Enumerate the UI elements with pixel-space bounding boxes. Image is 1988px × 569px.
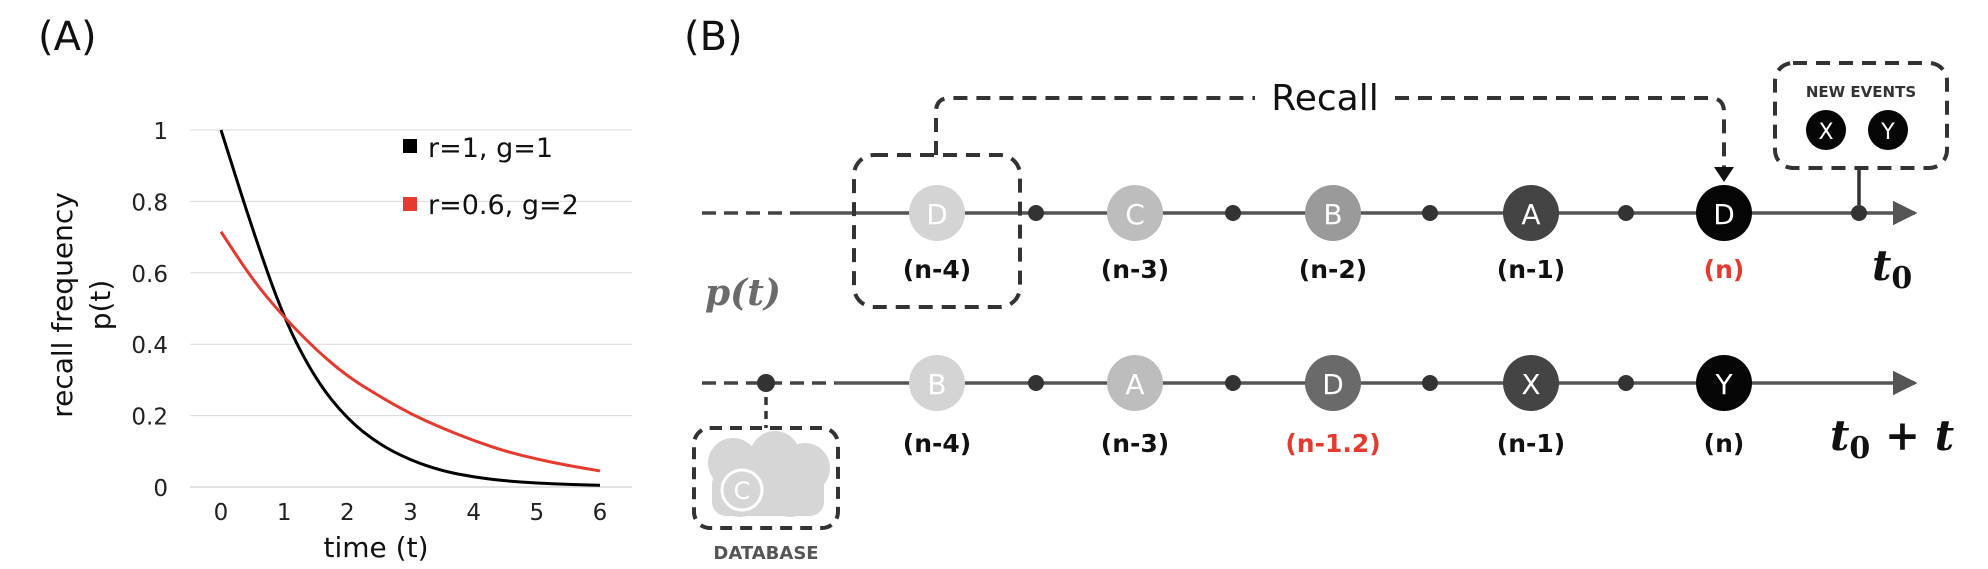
legend-label-black: r=1, g=1 [428, 133, 553, 164]
x-tick-label: 6 [593, 500, 608, 526]
t0-label: t0 [1872, 241, 1912, 296]
new-event-letter: Y [1880, 120, 1895, 145]
event-node: D (n-1.2) [1285, 355, 1381, 458]
timeline-dot [1225, 205, 1241, 221]
event-node: A (n-3) [1101, 355, 1169, 458]
y-tick-label: 0 [153, 476, 168, 502]
event-node-index: (n) [1704, 255, 1745, 284]
timeline-dot [1422, 205, 1438, 221]
y-axis-title-sub: p(t) [84, 280, 117, 331]
event-node-letter: D [1713, 198, 1735, 231]
event-node: Y (n) [1696, 355, 1752, 458]
panel-b-label: (B) [684, 14, 743, 60]
event-node-letter: A [1521, 198, 1540, 231]
event-node: C (n-3) [1101, 185, 1169, 284]
event-node: D (n-4) [903, 185, 971, 284]
x-tick-label: 4 [466, 500, 481, 526]
new-events-label: NEW EVENTS [1806, 83, 1916, 101]
event-node-index: (n) [1704, 429, 1745, 458]
svg-text:t0: t0 [1872, 241, 1912, 296]
panel-a-label: (A) [38, 14, 97, 60]
event-node-letter: D [926, 198, 948, 231]
recalled-node-box [852, 153, 1022, 309]
t0-subscript: 0 [1891, 261, 1912, 296]
timeline-dot [1028, 205, 1044, 221]
x-tick-label: 3 [403, 500, 418, 526]
event-node-letter: X [1521, 368, 1540, 401]
t0-plus-t-label: t0 + t [1830, 411, 1954, 466]
event-node-index: (n-4) [903, 429, 971, 458]
timeline-dot [1028, 375, 1044, 391]
event-node-index: (n-3) [1101, 429, 1169, 458]
series-line-black [219, 129, 601, 487]
recall-arrowhead [1714, 167, 1734, 182]
x-tick-label: 0 [214, 500, 229, 526]
recall-label: Recall [1271, 78, 1378, 119]
event-node: A (n-1) [1497, 185, 1565, 284]
timeline-dot [1618, 205, 1634, 221]
event-node-index: (n-1) [1497, 255, 1565, 284]
event-node-letter: C [1125, 198, 1145, 231]
t0t-suffix: + t [1870, 411, 1954, 460]
x-tick-label: 5 [530, 500, 545, 526]
t0t-symbol: t [1830, 411, 1849, 460]
y-tick-label: 0.6 [131, 262, 168, 288]
event-node: B (n-4) [903, 355, 971, 458]
legend-swatch-red [403, 197, 417, 211]
pt-label: p(t) [705, 272, 781, 314]
y-tick-label: 1 [153, 119, 168, 145]
timeline-dot [1618, 375, 1634, 391]
t0-symbol: t [1872, 241, 1891, 290]
series-line-red [219, 230, 601, 473]
bottom-row-nodes: B (n-4) A (n-3) D (n-1.2) X (n-1) Y (n) [903, 355, 1752, 458]
recall-connector: Recall [934, 78, 1734, 182]
event-node-index: (n-4) [903, 255, 971, 284]
event-node-index: (n-3) [1101, 255, 1169, 284]
event-node-letter: D [1322, 368, 1344, 401]
x-tick-label: 1 [277, 500, 292, 526]
timeline-dot [1422, 375, 1438, 391]
event-node-letter: B [927, 368, 946, 401]
new-events-box: NEW EVENTS X Y [1773, 61, 1949, 205]
database-item [720, 468, 764, 512]
event-node-letter: B [1323, 198, 1342, 231]
legend-label-red: r=0.6, g=2 [428, 190, 579, 221]
legend: r=1, g=1 r=0.6, g=2 [403, 133, 579, 221]
new-event-letter: X [1818, 120, 1833, 145]
y-tick-label: 0.4 [131, 333, 168, 359]
svg-text:t0 + t: t0 + t [1830, 411, 1954, 466]
timeline-dot [1225, 375, 1241, 391]
y-tick-label: 0.2 [131, 405, 168, 431]
top-row-nodes: D (n-4) C (n-3) B (n-2) A (n-1) D (n) [903, 185, 1752, 284]
event-node-index: (n-1.2) [1285, 429, 1380, 458]
event-node: X (n-1) [1497, 355, 1565, 458]
event-node-index: (n-2) [1299, 255, 1367, 284]
recall-chart: 0 0.2 0.4 0.6 0.8 1 0 1 2 3 4 5 6 [131, 119, 632, 526]
t0t-subscript: 0 [1849, 431, 1870, 466]
y-axis-title: recall frequency [46, 192, 79, 418]
database-box: C DATABASE [692, 383, 840, 564]
x-tick-label: 2 [340, 500, 355, 526]
event-node-letter: A [1125, 368, 1144, 401]
x-axis-title: time (t) [324, 531, 429, 564]
timeline-dot [1851, 205, 1867, 221]
event-node: B (n-2) [1299, 185, 1367, 284]
event-node: D (n) [1696, 185, 1752, 284]
database-item-letter: C [734, 477, 751, 505]
y-tick-label: 0.8 [131, 190, 168, 216]
legend-swatch-black [403, 139, 417, 153]
database-label: DATABASE [713, 543, 818, 564]
event-node-letter: Y [1714, 368, 1733, 401]
event-node-index: (n-1) [1497, 429, 1565, 458]
